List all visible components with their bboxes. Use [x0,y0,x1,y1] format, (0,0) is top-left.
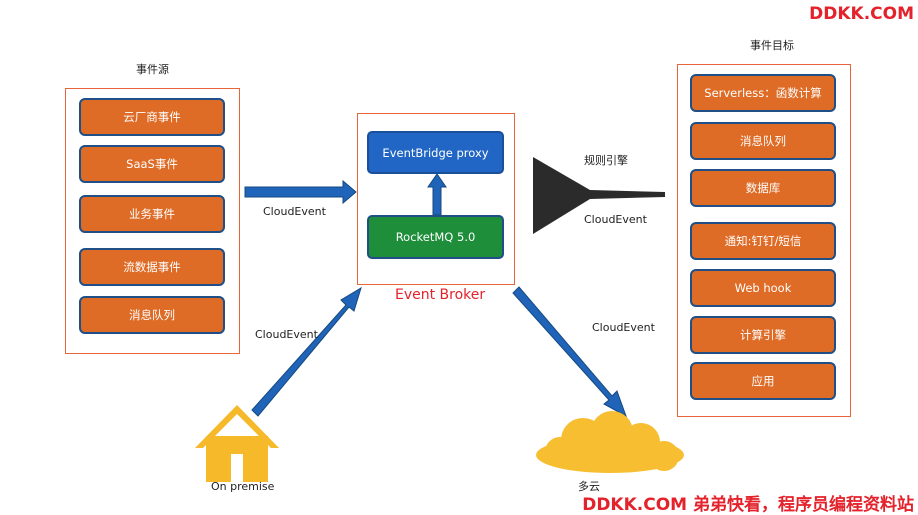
sources-frame [65,88,240,354]
arrow-premise-to-broker [251,286,362,417]
edge-label-premise-to-broker: CloudEvent [255,328,318,341]
multi-cloud-icon [536,411,684,473]
source-message-queue: 消息队列 [79,296,225,334]
source-saas-events: SaaS事件 [79,145,225,183]
edge-label-sources-to-broker: CloudEvent [263,205,326,218]
watermark-top: DDKK.COM [809,4,914,24]
target-compute-engine: 计算引擎 [690,316,836,354]
edge-label-rule-engine: CloudEvent [584,213,647,226]
targets-frame [677,64,851,417]
eventbridge-proxy-box: EventBridge proxy [367,131,504,174]
multi-cloud-label: 多云 [578,480,600,493]
rule-engine-funnel [533,157,665,234]
target-application: 应用 [690,362,836,400]
target-webhook: Web hook [690,269,836,307]
sources-title: 事件源 [136,63,169,76]
source-stream-events: 流数据事件 [79,248,225,286]
watermark-bottom: DDKK.COM 弟弟快看，程序员编程资料站 [582,495,914,515]
on-premise-house-icon [195,405,279,482]
edge-label-broker-to-cloud: CloudEvent [592,321,655,334]
source-cloud-vendor-events: 云厂商事件 [79,98,225,136]
arrow-sources-to-broker [244,179,357,205]
targets-title: 事件目标 [750,39,794,52]
target-message-queue: 消息队列 [690,122,836,160]
target-database: 数据库 [690,169,836,207]
broker-frame [357,113,515,285]
target-notification: 通知:钉钉/短信 [690,222,836,260]
arrow-rocketmq-to-proxy [427,173,447,216]
target-serverless: Serverless：函数计算 [690,74,836,112]
source-business-events: 业务事件 [79,195,225,233]
rule-engine-label: 规则引擎 [584,154,628,167]
rocketmq-box: RocketMQ 5.0 [367,215,504,259]
arrow-broker-to-cloud [512,286,627,418]
broker-title: Event Broker [395,287,486,303]
on-premise-label: On premise [211,480,275,493]
